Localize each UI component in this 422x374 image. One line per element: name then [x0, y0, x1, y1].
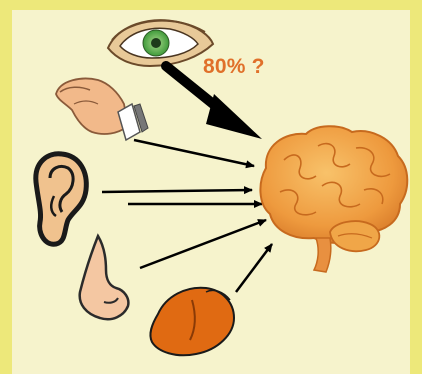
touch-arrow: [134, 140, 254, 166]
ear-icon: [36, 154, 86, 244]
percentage-annotation: 80% ?: [203, 55, 265, 79]
tongue-icon: [150, 288, 234, 356]
hearing-arrow: [102, 190, 252, 192]
hand-icon: [56, 79, 148, 140]
taste-arrow: [236, 244, 272, 292]
eye-icon: [108, 20, 213, 66]
brain-icon: [260, 126, 407, 272]
smell-arrow: [140, 220, 266, 268]
nose-icon: [80, 236, 129, 319]
